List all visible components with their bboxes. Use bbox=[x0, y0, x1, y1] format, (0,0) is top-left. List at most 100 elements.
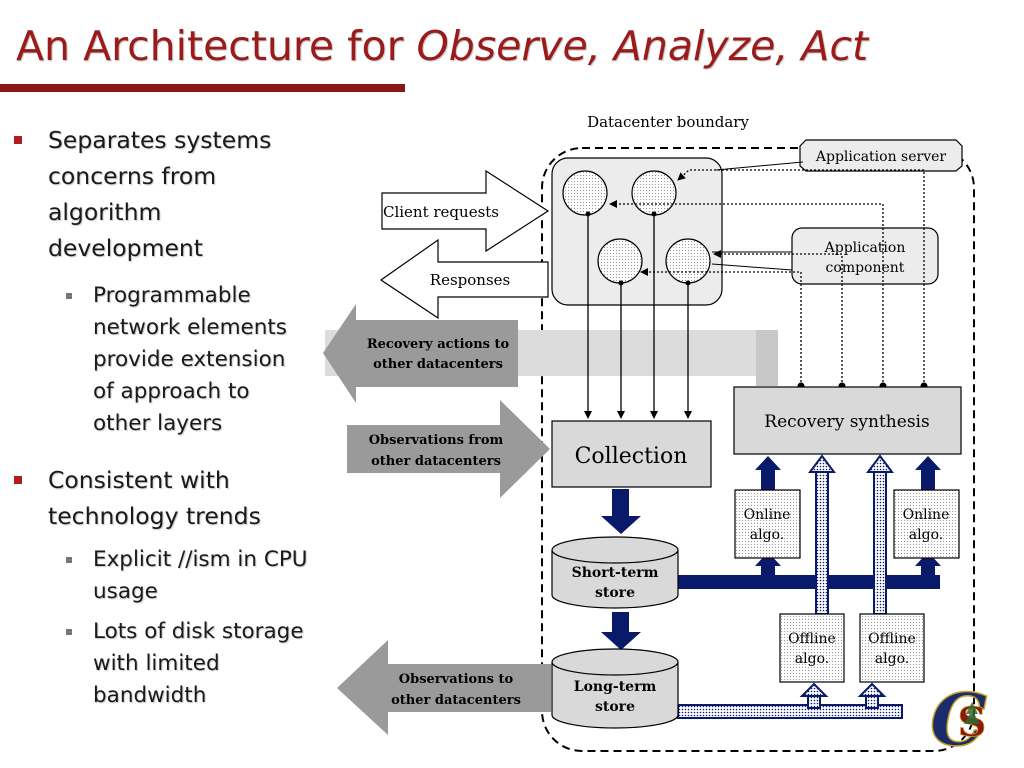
bullet-line: usage bbox=[93, 579, 158, 604]
offline-algo-label: Offline bbox=[868, 631, 916, 647]
subbullet-marker bbox=[66, 629, 72, 635]
bullet-line: bandwidth bbox=[93, 683, 207, 708]
short-term-store-label: Short-term bbox=[572, 565, 659, 581]
recovery-feedback-line bbox=[713, 250, 843, 386]
observations-to-arrow bbox=[337, 640, 551, 735]
application-component-callout bbox=[791, 227, 939, 285]
collection-to-shortterm-arrow bbox=[601, 489, 641, 534]
stanford-cs-logo: C S bbox=[929, 676, 988, 763]
short-term-store-top bbox=[551, 536, 679, 564]
callout-pointer bbox=[715, 161, 804, 171]
offline-algo-box bbox=[859, 613, 925, 683]
recovery-actions-label: Recovery actions to bbox=[367, 337, 510, 352]
bullet-line: of approach to bbox=[93, 379, 250, 404]
pipe-arrowhead bbox=[808, 454, 836, 473]
bullet-line: development bbox=[48, 234, 204, 262]
application-server-callout bbox=[799, 139, 963, 172]
pipe-arrowhead bbox=[866, 454, 894, 473]
bullet-line: Separates systems bbox=[48, 126, 272, 154]
pipe-arrowhead bbox=[915, 456, 941, 470]
bullet-line: Programmable bbox=[93, 283, 251, 308]
online-algo-label: algo. bbox=[750, 527, 784, 543]
online-algo-box bbox=[893, 489, 960, 559]
bullet-line: technology trends bbox=[48, 502, 261, 530]
client-requests-label: Client requests bbox=[383, 203, 499, 221]
subbullet-explicit-parallelism: Explicit //ism in CPU usage bbox=[10, 544, 330, 608]
bullet-separates-concerns: Separates systems concerns from algorith… bbox=[10, 122, 330, 266]
bullet-line: algorithm bbox=[48, 198, 162, 226]
shortterm-to-online-pipe bbox=[921, 564, 935, 580]
online-to-recovery-pipe bbox=[761, 468, 775, 490]
recovery-actions-band-riser bbox=[756, 330, 778, 386]
connector-dot bbox=[651, 211, 657, 217]
bullet-technology-trends: Consistent with technology trends bbox=[10, 462, 330, 534]
observations-from-label: Observations from bbox=[369, 433, 504, 448]
connector-dot bbox=[685, 280, 691, 286]
title-underline bbox=[0, 84, 405, 92]
application-component-label: Application bbox=[824, 240, 906, 256]
online-algo-label: algo. bbox=[909, 527, 943, 543]
collection-box bbox=[551, 420, 712, 488]
recovery-feedback-line bbox=[609, 200, 884, 386]
bullet-line: network elements bbox=[93, 315, 288, 340]
bullet-line: provide extension bbox=[93, 347, 286, 372]
long-term-store-label: store bbox=[595, 699, 635, 715]
observations-to-label: other datacenters bbox=[391, 693, 521, 708]
offline-algo-label: algo. bbox=[875, 651, 909, 667]
bullet-list: Separates systems concerns from algorith… bbox=[10, 122, 330, 712]
recovery-feedback-line bbox=[640, 268, 802, 386]
bullet-line: Explicit //ism in CPU bbox=[93, 547, 308, 572]
app-server-node bbox=[665, 238, 711, 284]
app-server-node bbox=[631, 170, 677, 216]
subbullet-programmable-network: Programmable network elements provide ex… bbox=[10, 280, 330, 440]
application-server-label: Application server bbox=[815, 149, 947, 165]
observations-to-label: Observations to bbox=[399, 672, 514, 687]
connector-dot bbox=[585, 211, 591, 217]
callout-pointer bbox=[711, 263, 793, 271]
datacenter-boundary-label: Datacenter boundary bbox=[587, 113, 749, 131]
bullet-marker bbox=[14, 476, 22, 484]
page-title: An Architecture for Observe, Analyze, Ac… bbox=[16, 22, 868, 70]
subbullet-marker bbox=[66, 293, 72, 299]
online-to-recovery-pipe bbox=[921, 468, 935, 490]
observations-from-label: other datacenters bbox=[371, 454, 501, 469]
app-server-node bbox=[562, 170, 608, 216]
bullet-line: Lots of disk storage bbox=[93, 619, 304, 644]
offline-to-recovery-pipe bbox=[815, 469, 829, 615]
long-term-store-label: Long-term bbox=[574, 679, 657, 695]
responses-arrow bbox=[379, 238, 549, 320]
shortterm-to-online-pipe bbox=[678, 575, 940, 589]
subbullet-disk-storage: Lots of disk storage with limited bandwi… bbox=[10, 616, 330, 712]
bullet-line: concerns from bbox=[48, 162, 217, 190]
online-algo-box bbox=[734, 489, 801, 559]
recovery-actions-label: other datacenters bbox=[373, 357, 503, 372]
recovery-actions-arrow bbox=[323, 304, 518, 403]
application-component-label: component bbox=[826, 260, 905, 276]
shortterm-to-online-pipe bbox=[761, 564, 775, 580]
bullet-line: with limited bbox=[93, 651, 220, 676]
offline-to-recovery-pipe bbox=[873, 469, 887, 615]
recovery-feedback-line bbox=[677, 169, 925, 386]
bullet-line: other layers bbox=[93, 411, 223, 436]
bullet-marker bbox=[14, 136, 22, 144]
shortterm-to-longterm-arrow bbox=[601, 612, 641, 650]
recovery-synthesis-label: Recovery synthesis bbox=[764, 412, 929, 432]
short-term-store bbox=[551, 550, 679, 609]
observations-from-arrow bbox=[347, 400, 550, 498]
pipe-arrowhead bbox=[799, 682, 829, 697]
svg-text:C: C bbox=[930, 677, 987, 762]
title-italic: Observe, Analyze, Act bbox=[416, 22, 869, 70]
datacenter-boundary bbox=[541, 147, 975, 752]
collection-label: Collection bbox=[575, 444, 688, 469]
offline-algo-label: Offline bbox=[788, 631, 836, 647]
short-term-store-label: store bbox=[595, 585, 635, 601]
subbullet-marker bbox=[66, 557, 72, 563]
online-algo-label: Online bbox=[903, 507, 950, 523]
long-term-store-top bbox=[551, 648, 679, 676]
offline-algo-box bbox=[779, 613, 845, 683]
online-algo-label: Online bbox=[744, 507, 791, 523]
long-term-store bbox=[551, 662, 679, 729]
pipe-arrowhead bbox=[915, 552, 941, 566]
connector-dot bbox=[618, 280, 624, 286]
